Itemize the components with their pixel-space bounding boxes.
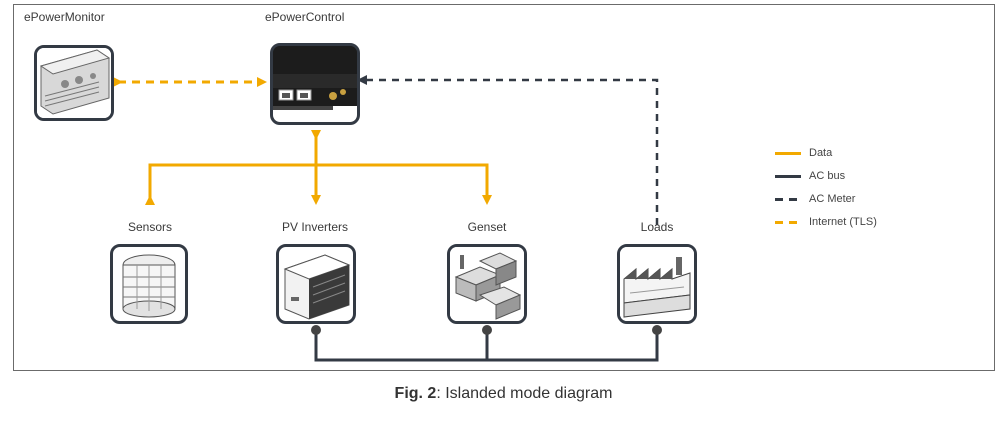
legend-swatch-data	[775, 151, 801, 155]
legend-label-internet: Internet (TLS)	[809, 216, 877, 228]
controller-device-icon	[273, 46, 357, 122]
legend-swatch-internet	[775, 220, 801, 224]
sensor-icon	[122, 254, 176, 318]
legend-label-ac-meter: AC Meter	[809, 193, 856, 205]
legend-item-ac-meter: AC Meter	[775, 192, 855, 206]
genset-node	[447, 244, 527, 324]
inverter-icon	[283, 254, 351, 320]
pv-node	[276, 244, 356, 324]
loads-node	[617, 244, 697, 324]
data-link-bus	[145, 163, 492, 205]
caption-prefix: Fig. 2	[394, 385, 437, 402]
legend-item-internet: Internet (TLS)	[775, 215, 877, 229]
ac-meter-link	[357, 75, 659, 225]
monitor-device-icon	[37, 48, 111, 118]
monitor-node	[34, 45, 114, 121]
pv-label: PV Inverters	[281, 220, 349, 234]
legend-label-data: Data	[809, 147, 833, 159]
legend-label-ac-bus: AC bus	[809, 170, 846, 182]
genset-icon	[450, 247, 524, 321]
legend-item-data: Data	[775, 146, 832, 160]
genset-label: Genset	[467, 220, 507, 234]
legend-item-ac-bus: AC bus	[775, 169, 845, 183]
sensors-node	[110, 244, 188, 324]
figure-caption: Fig. 2: Islanded mode diagram	[0, 385, 1007, 403]
sensors-label: Sensors	[127, 220, 173, 234]
legend-swatch-ac-meter	[775, 197, 801, 201]
caption-text: : Islanded mode diagram	[436, 385, 613, 402]
factory-icon	[620, 247, 694, 321]
legend-swatch-ac-bus	[775, 174, 801, 178]
bus-node-loads	[652, 325, 662, 335]
bus-node-pv	[311, 325, 321, 335]
diagram-frame	[13, 4, 995, 371]
loads-label: Loads	[640, 220, 674, 234]
bus-node-genset	[482, 325, 492, 335]
control-label: ePowerControl	[265, 10, 345, 24]
control-node	[270, 43, 360, 125]
monitor-label: ePowerMonitor	[24, 10, 105, 24]
